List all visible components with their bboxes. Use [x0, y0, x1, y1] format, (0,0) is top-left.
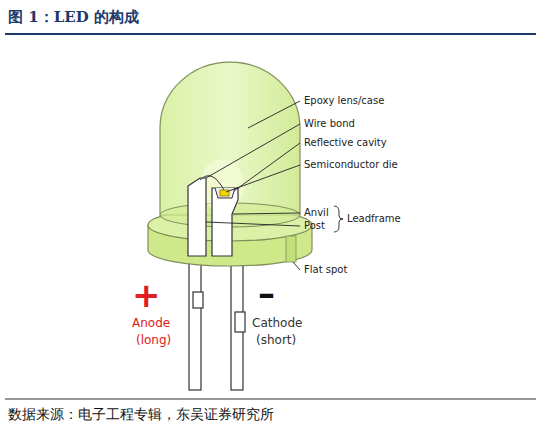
anode-kink: [193, 292, 203, 308]
epoxy-dome: [160, 62, 300, 215]
title-rule: [5, 33, 536, 35]
leads: [189, 250, 245, 390]
lead-note: (short): [256, 333, 296, 347]
part-label: Wire bond: [304, 118, 355, 130]
flat-spot: [286, 236, 296, 262]
cathode-kink: [235, 312, 245, 332]
part-label: Flat spot: [304, 264, 347, 276]
post: [188, 178, 206, 256]
group-label: Leadframe: [347, 213, 401, 225]
lead-note: (long): [136, 333, 171, 347]
lead-name: Cathode: [252, 316, 302, 330]
polarity-sign: –: [258, 273, 275, 314]
part-label: Semiconductor die: [304, 159, 398, 171]
lead-name: Anode: [132, 316, 170, 330]
part-label: Reflective cavity: [304, 137, 387, 149]
part-label: Anvil: [304, 207, 329, 219]
figure-title: 图 1：LED 的构成: [8, 8, 139, 26]
semiconductor-die: [220, 190, 229, 196]
source-caption: 数据来源：电子工程专辑，东吴证券研究所: [8, 406, 274, 423]
anode-lead: [189, 250, 201, 390]
polarity-sign: +: [132, 275, 161, 316]
part-label: Post: [304, 220, 325, 232]
caption-rule: [5, 399, 536, 400]
part-label: Epoxy lens/case: [304, 95, 384, 107]
wire-bond: [200, 176, 224, 190]
